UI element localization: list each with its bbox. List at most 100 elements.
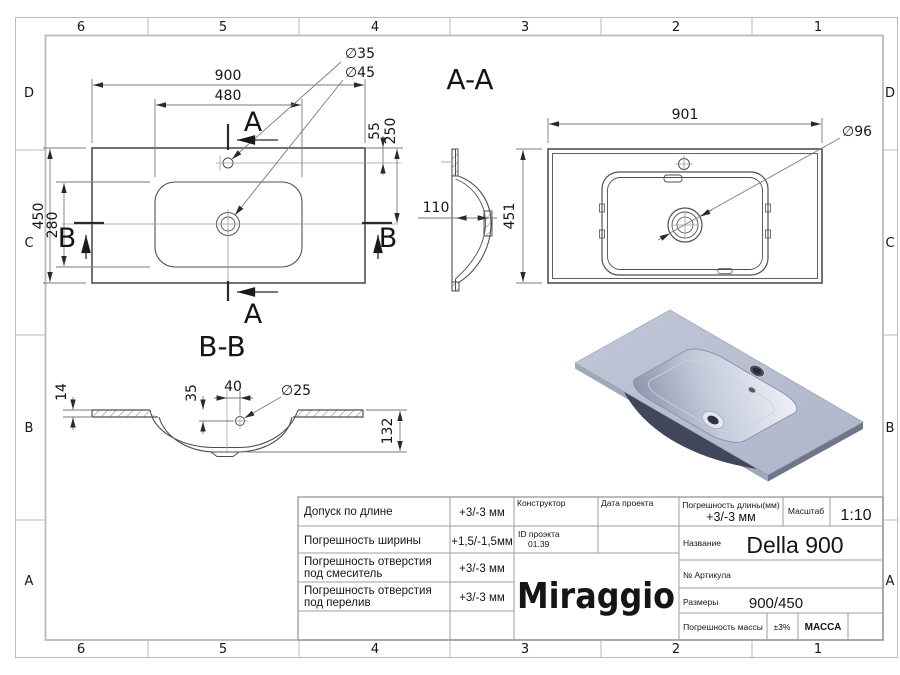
iso-render: [575, 310, 863, 482]
tolerance-row-label: Погрешность ширины: [304, 535, 421, 547]
bb-bowl-inner-curve: [149, 409, 299, 449]
bb-slab-outlines: [91, 409, 364, 418]
aa-centerlines: [673, 155, 697, 237]
tolerance-row-value: +3/-3 мм: [459, 507, 505, 519]
dim-label-110: 110: [423, 200, 450, 216]
mass-tolerance-label: Погрешность массы: [683, 622, 763, 632]
frame-zone-ticks: [15, 17, 898, 658]
length-tolerance-label: Погрешность длины(мм): [682, 500, 780, 510]
frame-col-label: 6: [77, 642, 85, 657]
frame-row-label: C: [885, 236, 894, 251]
dim-arrow-96-upper: [700, 209, 713, 217]
frame-row-label: B: [886, 421, 895, 436]
brand-logo: Miraggio: [517, 576, 675, 617]
section-bb-view: B-B 14 35 40 ∅25 132: [54, 330, 407, 457]
tolerance-row-label: Погрешность отверстия: [304, 585, 432, 597]
frame-col-label: 1: [814, 20, 822, 35]
dim-label-280: 280: [45, 212, 61, 239]
dim-label-35: 35: [184, 384, 200, 402]
profile-overflow-boss-hatch: [483, 210, 493, 237]
aa-countertop-outline: [547, 148, 823, 284]
plan-dimension-labels: 900 480 450 280 55 250 ∅35 ∅45: [31, 46, 399, 238]
scale-label: Масштаб: [788, 506, 824, 516]
plan-extension-lines: [43, 79, 403, 284]
plan-section-letters: A A B B: [58, 107, 398, 330]
dim-label-480: 480: [215, 88, 242, 104]
section-bb-title: B-B: [198, 330, 246, 363]
mass-value-label: МАССА: [805, 622, 842, 633]
dim-label-250: 250: [383, 118, 399, 145]
project-date-label: Дата проекта: [601, 498, 654, 508]
dim-label-451: 451: [502, 203, 518, 230]
dia-label-96: ∅96: [842, 124, 872, 140]
frame-col-label: 3: [521, 20, 529, 35]
section-letter-b-right: B: [379, 223, 398, 254]
iso-faucet-hole-inner: [752, 367, 762, 375]
frame-col-label: 5: [219, 20, 227, 35]
frame-row-label: D: [885, 86, 895, 101]
aa-extension-lines: [516, 118, 823, 284]
plan-section-markers: [74, 124, 392, 301]
aa-dimension-labels: 901 451 ∅96: [502, 107, 872, 229]
dimensions-label: Размеры: [683, 597, 718, 607]
dim-label-900: 900: [215, 68, 242, 84]
dim-label-901: 901: [672, 107, 699, 123]
dia-label-35: ∅35: [345, 46, 375, 62]
frame-row-label: A: [886, 574, 895, 589]
article-label: № Артикула: [683, 570, 731, 580]
bb-bowl-outer-curve: [158, 416, 293, 453]
side-profile-section: 110: [418, 148, 497, 292]
section-aa-view: A-A 901 451 ∅9: [446, 63, 872, 284]
aa-bottom-clip: [717, 268, 733, 274]
section-letter-b-left: B: [58, 223, 77, 254]
plan-basin-outline: [154, 181, 303, 268]
frame-outer-border: [15, 17, 898, 658]
leader-25: [244, 396, 282, 419]
bb-drain-notch: [210, 451, 240, 457]
section-letter-a-top: A: [244, 107, 263, 138]
frame-col-label: 1: [814, 642, 822, 657]
aa-basin-inner-line: [607, 177, 763, 270]
product-name-value: Della 900: [746, 532, 843, 558]
scale-value: 1:10: [840, 507, 871, 524]
tolerance-table: Допуск по длине +3/-3 мм Погрешность шир…: [304, 506, 513, 609]
iso-drain-hole: [707, 415, 719, 425]
plan-view: 900 480 450 280 55 250 ∅35 ∅45 A A B B: [31, 46, 403, 330]
frame-col-label: 3: [521, 642, 529, 657]
bb-centerlines: [226, 390, 248, 453]
frame-row-label: C: [24, 236, 33, 251]
iso-front-right-edge: [768, 422, 863, 482]
aa-drain-recess: [667, 207, 703, 243]
frame-col-label: 4: [371, 642, 379, 657]
bb-extension-lines: [63, 391, 407, 453]
leader-96: [669, 137, 841, 234]
aa-overflow-slot: [663, 174, 683, 183]
tolerance-row-label: под смеситель: [304, 568, 382, 580]
leader-drain-dia: [234, 79, 344, 216]
name-label: Название: [683, 538, 721, 548]
iso-overflow-hole: [748, 387, 756, 393]
tolerance-row-label: Погрешность отверстия: [304, 556, 432, 568]
section-cut-strokes: [74, 124, 392, 301]
aa-countertop-inner-line: [552, 153, 818, 279]
frame-col-label: 6: [77, 20, 85, 35]
dim-label-40: 40: [224, 379, 242, 395]
dim-arrow-96-lower: [657, 233, 671, 241]
sheet-frame: [15, 17, 898, 658]
iso-basin-recess: [624, 344, 806, 448]
bb-dimension-labels: 14 35 40 ∅25 132: [54, 379, 396, 444]
frame-col-label: 5: [219, 642, 227, 657]
tolerance-row-value: +3/-3 мм: [459, 563, 505, 575]
profile-bowl-inner-curve: [455, 178, 486, 280]
frame-row-label: A: [25, 574, 34, 589]
constructor-label: Конструктор: [517, 498, 566, 508]
frame-row-label: B: [25, 421, 34, 436]
bb-dimension-lines: [70, 395, 403, 451]
dimensions-value: 900/450: [749, 595, 803, 612]
tolerance-row-label: под перелив: [304, 597, 371, 609]
dim-label-450: 450: [31, 203, 47, 230]
dim-label-132: 132: [380, 418, 396, 445]
title-block-small-labels: Конструктор Дата проекта ID проэкта 01.3…: [517, 498, 824, 632]
